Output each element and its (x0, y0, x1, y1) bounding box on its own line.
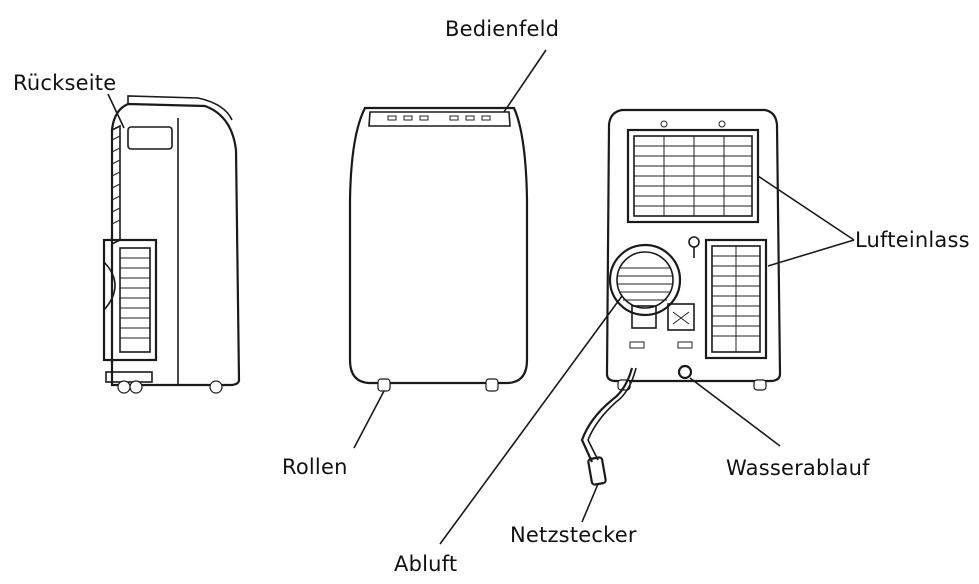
label-wasserablauf: Wasserablauf (726, 456, 870, 480)
label-bedienfeld: Bedienfeld (445, 17, 560, 41)
control-panel-buttons (387, 115, 491, 121)
label-rollen: Rollen (282, 455, 348, 479)
label-netzstecker: Netzstecker (510, 523, 637, 547)
front-view (348, 106, 529, 392)
upper-filter-grid (634, 136, 752, 216)
exhaust-grill (617, 267, 673, 301)
label-abluft: Abluft (394, 552, 458, 576)
callout-lines (107, 49, 855, 545)
label-rueckseite: Rückseite (13, 71, 117, 95)
side-grille-slats (120, 257, 150, 339)
back-view (580, 108, 782, 486)
side-coil-hatching (111, 135, 121, 225)
lower-filter-grid (712, 246, 760, 352)
label-lufteinlass: Lufteinlass (855, 228, 970, 252)
side-view (102, 95, 241, 394)
